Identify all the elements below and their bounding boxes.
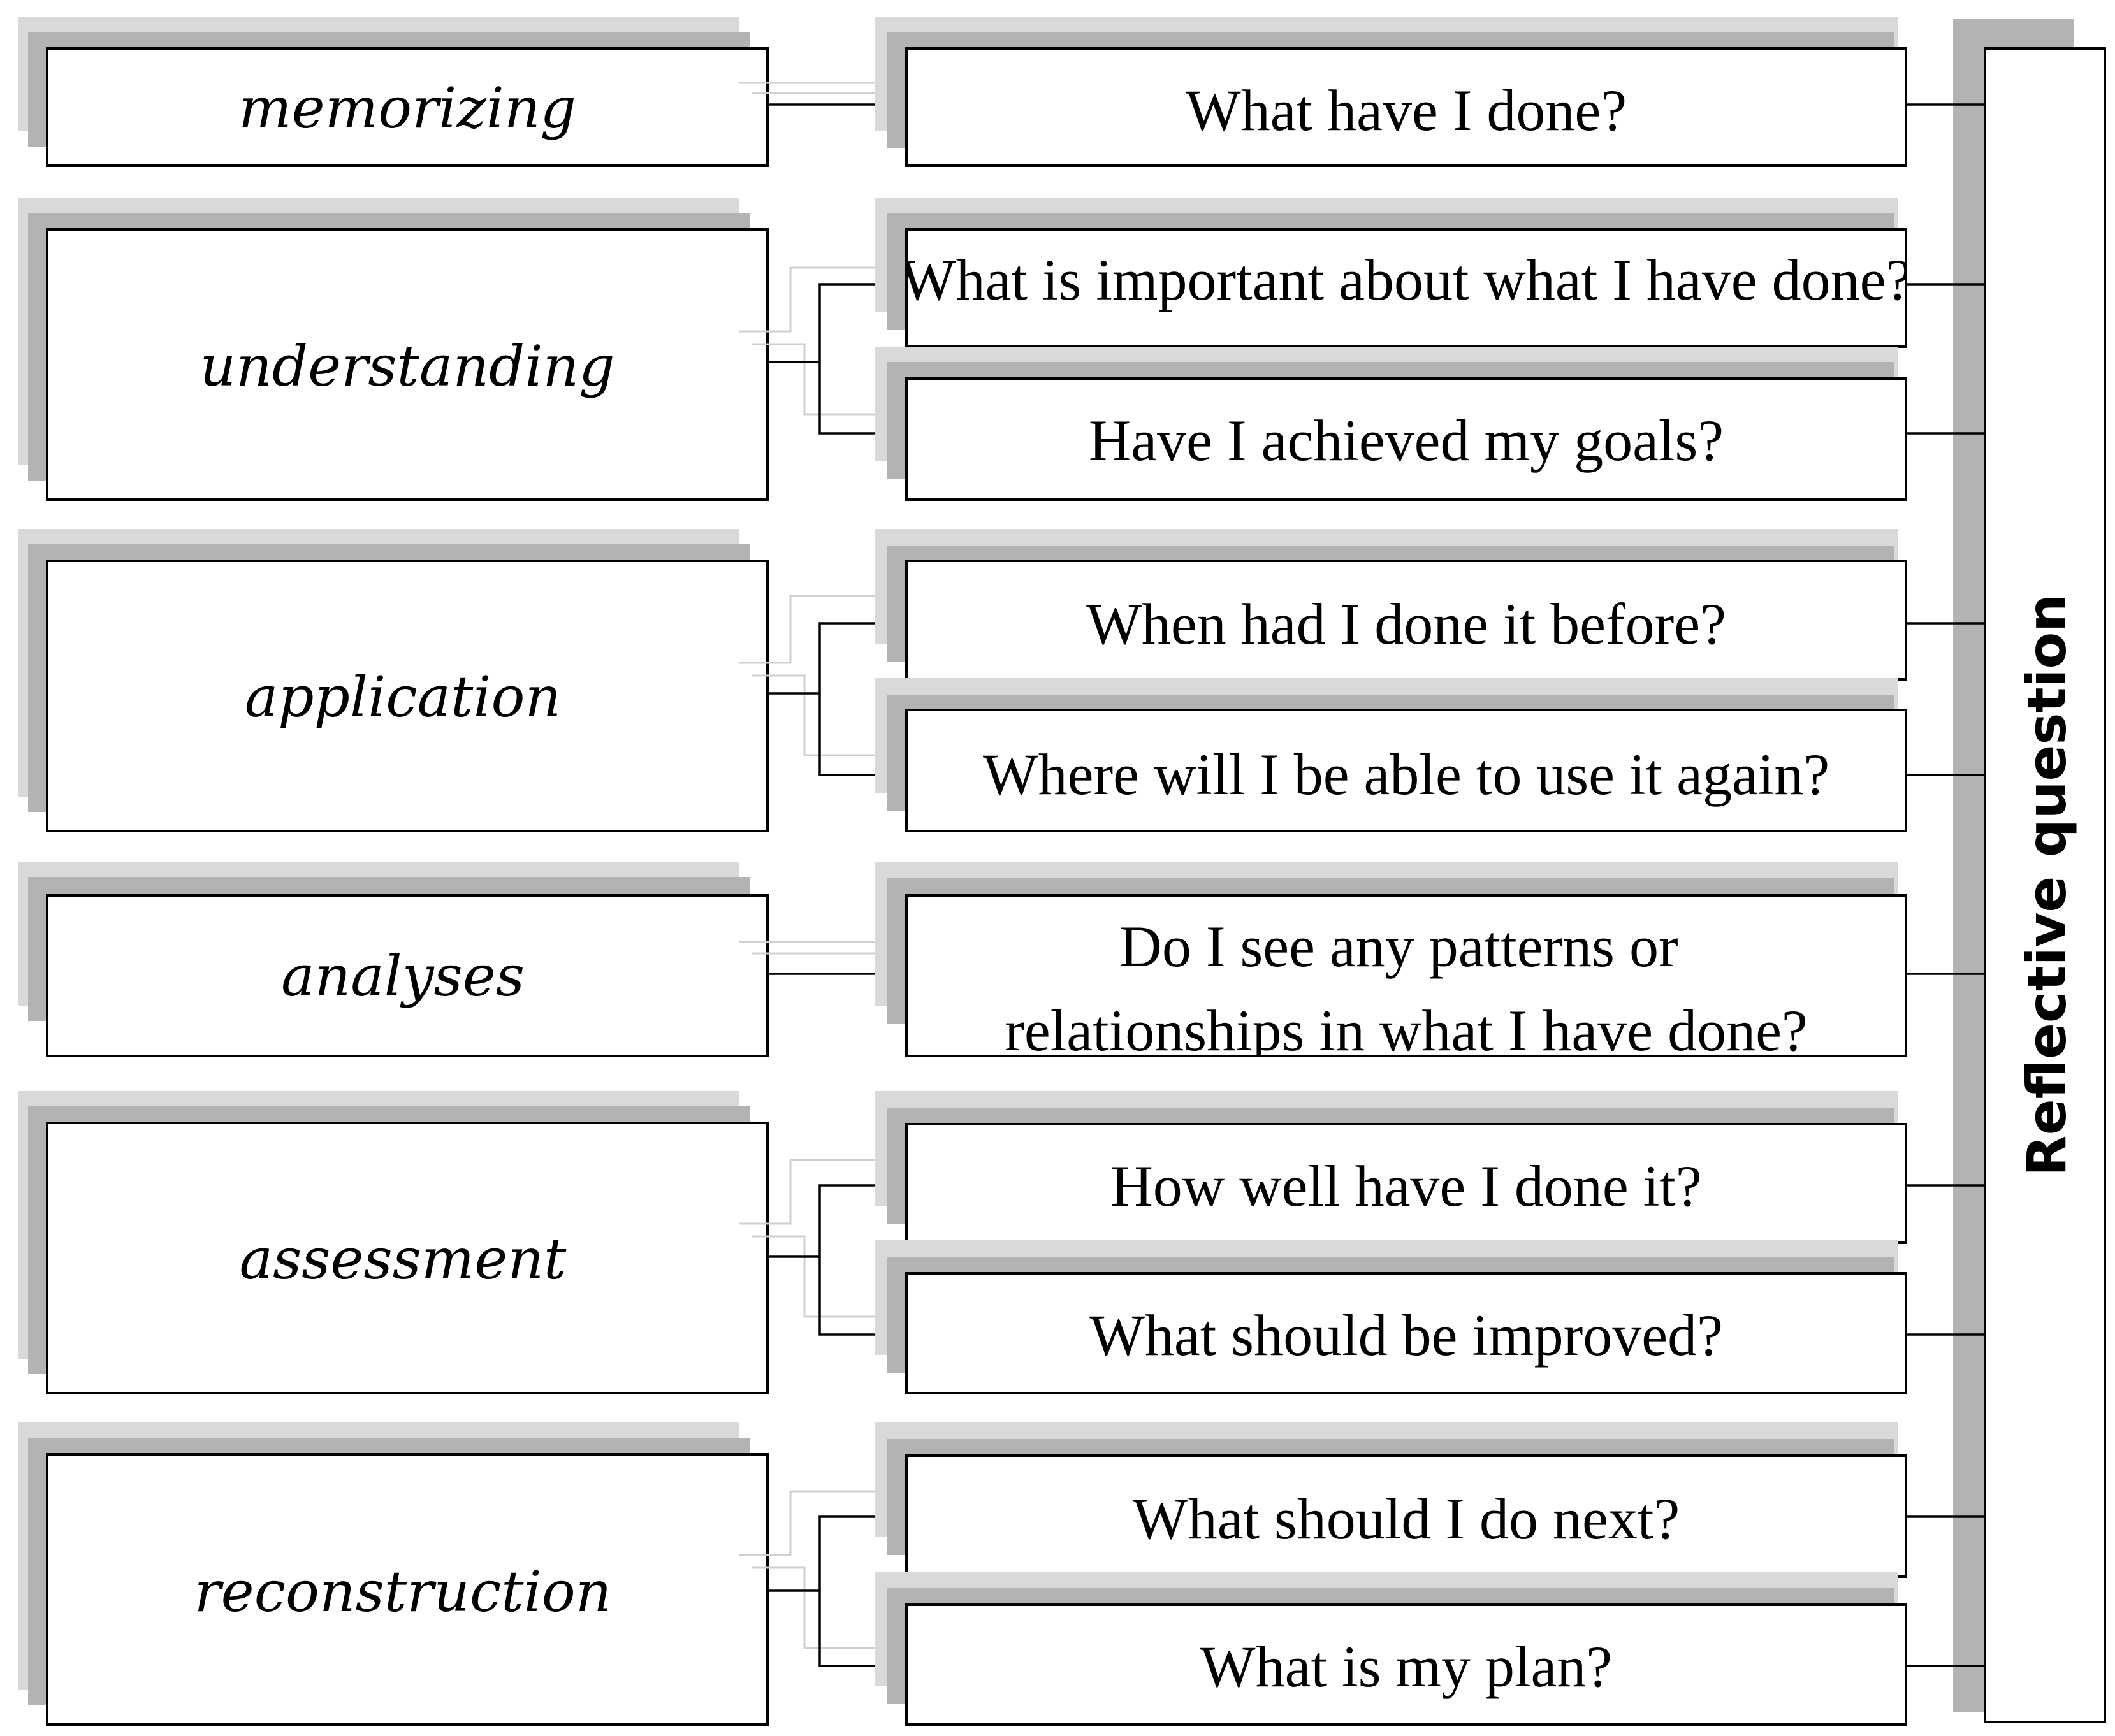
question-box	[905, 1272, 1907, 1394]
question-box	[905, 709, 1907, 832]
level-box-reconstruction	[46, 1453, 769, 1726]
panel-title: Reflective question	[2016, 594, 2078, 1176]
question-box	[905, 228, 1907, 348]
level-box-assessment	[46, 1122, 769, 1394]
question-text: What should be improved?	[1089, 1303, 1723, 1368]
question-box	[905, 894, 1907, 1057]
question-text: What should I do next?	[1133, 1486, 1680, 1551]
question-text: Where will I be able to use it again?	[983, 742, 1829, 807]
level-label: analyses	[281, 943, 525, 1009]
row-understanding: understanding What is important about wh…	[18, 198, 1985, 501]
question-text: What have I done?	[1186, 78, 1627, 143]
question-text: How well have I done it?	[1110, 1154, 1701, 1219]
question-text: What is my plan?	[1200, 1634, 1612, 1699]
question-box	[905, 1454, 1907, 1578]
level-box-application	[46, 560, 769, 832]
level-label: assessment	[240, 1226, 567, 1292]
question-text: Have I achieved my goals?	[1089, 408, 1724, 473]
level-box-analyses	[46, 894, 769, 1057]
question-box	[905, 47, 1907, 167]
question-box	[905, 1123, 1907, 1244]
level-label: application	[245, 664, 561, 730]
question-box	[905, 1603, 1907, 1726]
question-text: When had I done it before?	[1086, 591, 1726, 656]
question-text: What is important about what I have done…	[901, 247, 1912, 312]
reflective-question-panel: Reflective question	[1953, 19, 2106, 1723]
question-box	[905, 377, 1907, 501]
question-text-multiline: Do I see any patterns or relationships i…	[1005, 914, 1808, 1063]
row-reconstruction: reconstruction What should I do next? Wh…	[18, 1422, 1985, 1726]
row-application: application When had I done it before? W…	[18, 529, 1985, 832]
row-assessment: assessment How well have I done it? What…	[18, 1091, 1985, 1394]
level-label: memorizing	[238, 75, 576, 141]
svg-text:What is important about what I: What is important about what I have done…	[901, 247, 1912, 312]
row-memorizing: memorizing What have I done?	[18, 17, 1985, 167]
row-analyses: analyses Do I see any patterns or relati…	[18, 862, 1985, 1063]
level-box-understanding	[46, 228, 769, 501]
level-label: understanding	[200, 333, 615, 399]
level-box-memorizing	[46, 47, 769, 167]
level-label: reconstruction	[194, 1559, 612, 1624]
